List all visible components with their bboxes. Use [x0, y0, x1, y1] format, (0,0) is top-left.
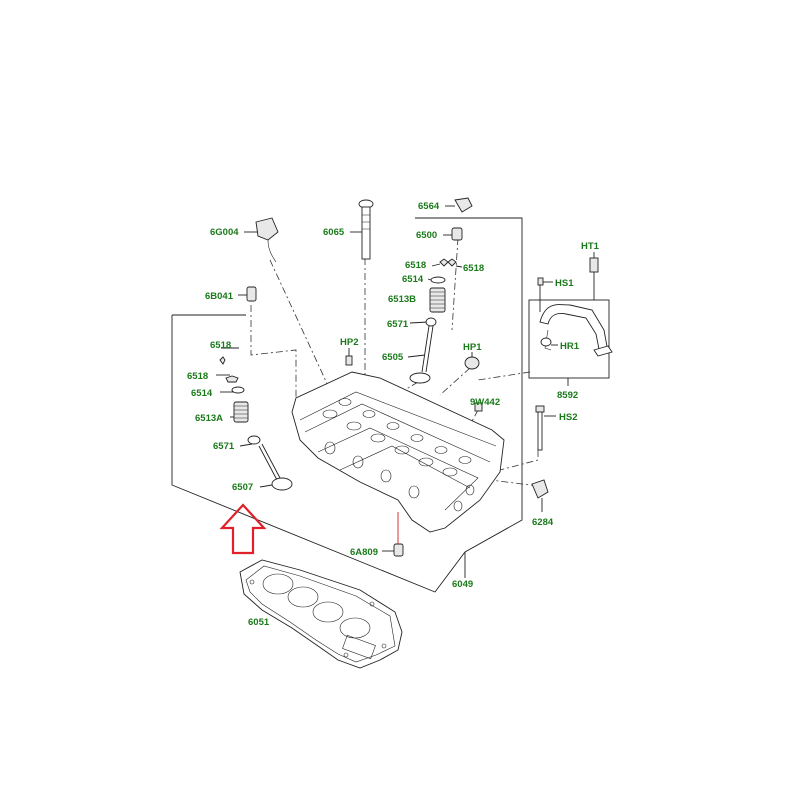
- label-HP2: HP2: [340, 337, 358, 348]
- label-6518-top-right: 6518: [463, 263, 484, 274]
- label-6507: 6507: [232, 482, 253, 493]
- pipe-group-8592: [528, 252, 613, 451]
- label-6518-left-a: 6518: [210, 340, 231, 351]
- label-HP1: HP1: [463, 342, 482, 353]
- label-6564: 6564: [418, 201, 440, 212]
- top-valve-stack: [407, 197, 473, 384]
- label-6518-top-left: 6518: [405, 260, 426, 271]
- label-9W442: 9W442: [470, 397, 500, 408]
- label-6514-top: 6514: [402, 274, 424, 285]
- label-6049: 6049: [452, 579, 473, 590]
- label-HT1: HT1: [581, 241, 600, 252]
- label-6571-top: 6571: [387, 319, 409, 330]
- plug-6B041: [238, 286, 257, 302]
- label-6505: 6505: [382, 352, 404, 363]
- label-HS2: HS2: [559, 412, 577, 423]
- head-gasket: [239, 559, 403, 669]
- label-6065: 6065: [323, 227, 345, 238]
- cylinder-head: [291, 371, 505, 533]
- label-8592: 8592: [557, 390, 578, 401]
- up-arrow-outline-icon: [219, 503, 267, 555]
- label-6B041: 6B041: [205, 291, 234, 302]
- label-6514-left: 6514: [191, 388, 213, 399]
- sensor-6G004: [244, 217, 279, 263]
- assembly-frame-6049: [171, 217, 523, 593]
- label-6513A: 6513A: [195, 413, 223, 424]
- label-6571-left: 6571: [213, 441, 235, 452]
- label-HS1: HS1: [555, 278, 574, 289]
- bolt-6065: [350, 199, 374, 260]
- dowel-6A809: [382, 512, 404, 557]
- label-6513B: 6513B: [388, 294, 416, 305]
- dash-leader-lines: [250, 237, 539, 487]
- label-6500: 6500: [416, 230, 437, 241]
- label-HR1: HR1: [560, 341, 580, 352]
- sensor-6284: [531, 479, 549, 512]
- fasteners-hp: [345, 348, 483, 412]
- part-labels: 6G004 6065 6564 6500 6518 6518 6514 6513…: [187, 201, 600, 628]
- label-6A809: 6A809: [350, 547, 378, 558]
- label-6G004: 6G004: [210, 227, 239, 238]
- left-valve-stack: [216, 347, 293, 491]
- label-6051: 6051: [248, 617, 270, 628]
- label-6518-left-b: 6518: [187, 371, 208, 382]
- label-6284: 6284: [532, 517, 554, 528]
